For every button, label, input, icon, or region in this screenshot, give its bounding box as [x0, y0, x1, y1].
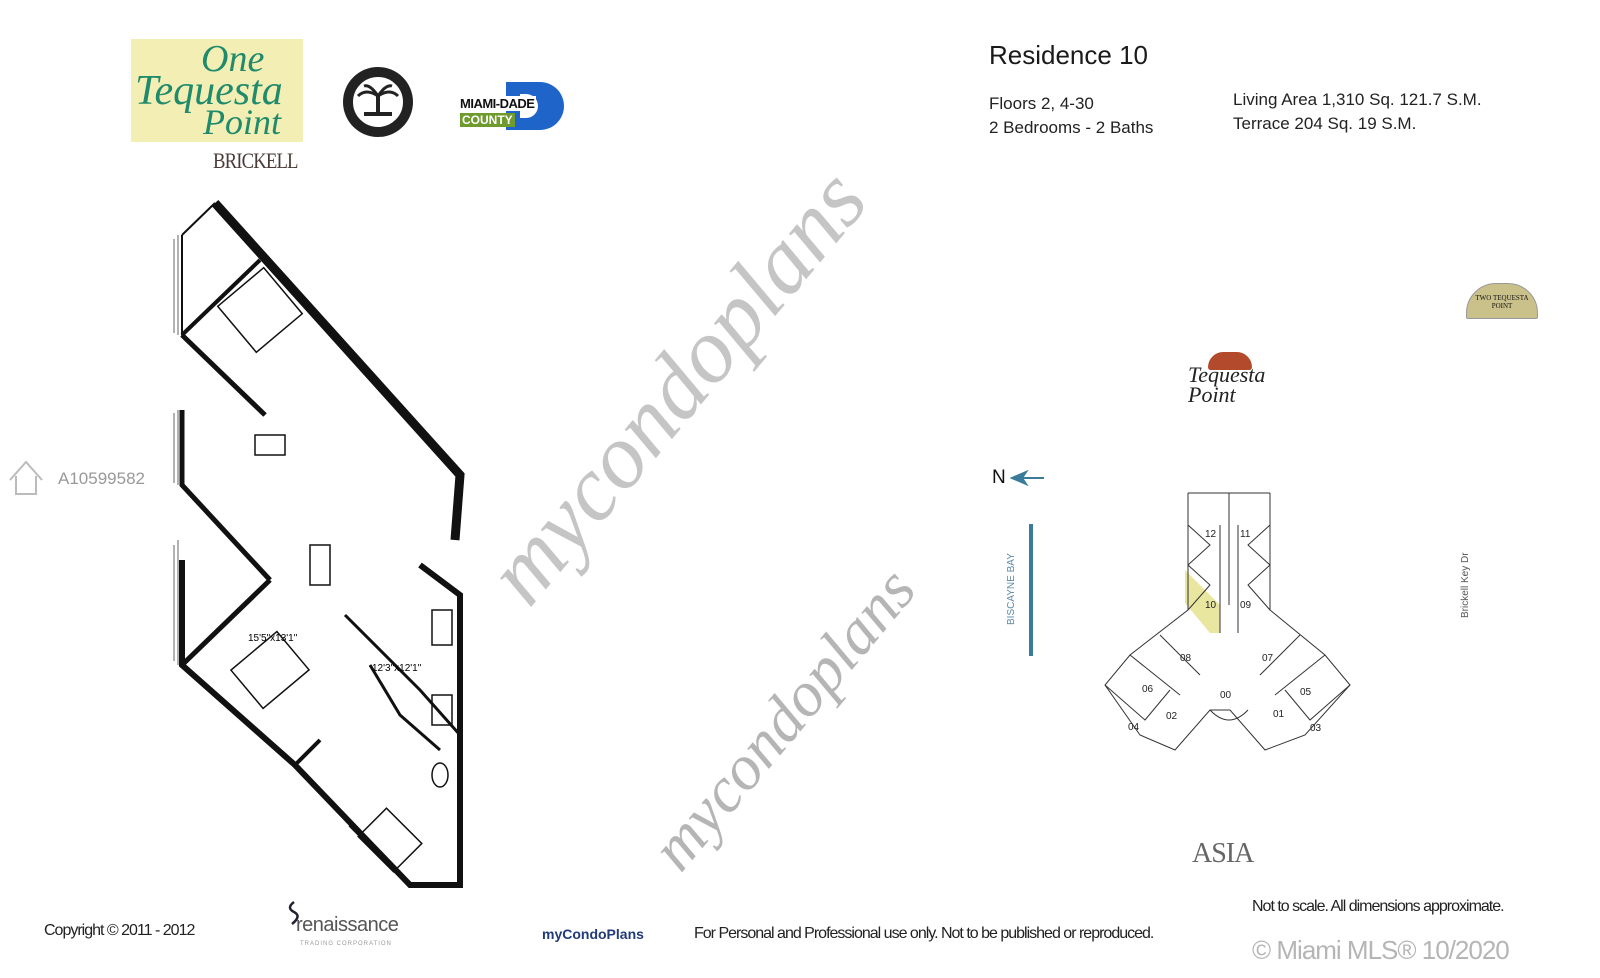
scale-notice: Not to scale. All dimensions approximate… — [1252, 898, 1505, 915]
two-tequesta-point-logo: TWO TEQUESTA POINT — [1466, 283, 1538, 319]
brickell-label: BRICKELL — [213, 148, 298, 173]
watermark-right: mycondoplans — [636, 554, 929, 884]
unit-label: 11 — [1240, 529, 1251, 540]
asia-logo: ASIA — [1192, 838, 1254, 869]
unit-label: 03 — [1310, 723, 1322, 734]
dimension-kitchen: 12'3"x12'1" — [372, 663, 422, 674]
logo-text: Tequesta — [135, 68, 283, 114]
logo-text: COUNTY — [460, 113, 515, 127]
terrace-area: Terrace 204 Sq. 19 S.M. — [1233, 114, 1417, 133]
unit-label: 05 — [1300, 687, 1312, 698]
mycondoplans-logo: myCondoPlans — [542, 926, 644, 942]
miami-dade-county-logo: MIAMI-DADE COUNTY — [458, 82, 566, 130]
listing-id: A10599582 — [58, 469, 145, 488]
mls-watermark: © Miami MLS® 10/2020 — [1252, 935, 1510, 965]
area-summary: Living Area 1,310 Sq. 121.7 S.M. Terrace… — [1233, 88, 1482, 136]
logo-text: MIAMI-DADE — [458, 96, 537, 111]
one-tequesta-point-logo: One Tequesta Point — [131, 38, 303, 142]
unit-label: 06 — [1142, 684, 1154, 695]
unit-label: 07 — [1262, 653, 1274, 664]
watermark-left: mycondoplans — [466, 149, 886, 623]
unit-label: 12 — [1205, 529, 1217, 540]
north-arrow-icon — [1010, 470, 1044, 486]
copyright: Copyright © 2011 - 2012 — [44, 922, 195, 939]
floors: Floors 2, 4-30 — [989, 94, 1094, 113]
tequesta-sun-icon — [1208, 352, 1252, 370]
biscayne-bay-label: BISCAYNE BAY — [1006, 553, 1017, 625]
street-label: Brickell Key Dr — [1460, 552, 1471, 618]
unit-label: 02 — [1166, 711, 1178, 722]
unit-summary: Floors 2, 4-30 2 Bedrooms - 2 Baths — [989, 92, 1153, 140]
living-area: Living Area 1,310 Sq. 121.7 S.M. — [1233, 90, 1482, 109]
unit-label: 04 — [1128, 722, 1140, 733]
logo-text: One — [201, 38, 265, 80]
bay-line — [1029, 524, 1033, 656]
renaissance-sub: TRADING CORPORATION — [300, 941, 392, 947]
usage-notice: For Personal and Professional use only. … — [694, 925, 1154, 942]
dimension-bedroom: 15'5"x13'1" — [248, 633, 298, 644]
unit-floor-plan: 15'5"x13'1" 12'3"x12'1" — [173, 199, 465, 888]
mls-house-icon — [9, 460, 43, 495]
city-of-miami-seal — [343, 67, 413, 137]
logo-text: Point — [203, 102, 281, 142]
unit-label: 09 — [1240, 600, 1252, 611]
bed-bath: 2 Bedrooms - 2 Baths — [989, 118, 1154, 137]
building-site-plan: 12 11 10 09 08 07 06 05 00 02 01 04 03 — [1104, 492, 1351, 751]
unit-label: 01 — [1273, 709, 1285, 720]
renaissance-logo-icon — [288, 901, 299, 925]
unit-label: 08 — [1180, 653, 1192, 664]
unit-label: 10 — [1205, 600, 1217, 611]
unit-label: 00 — [1220, 690, 1232, 701]
renaissance-logo: renaissance — [296, 914, 399, 936]
tequesta-point-small-logo: Tequesta Point — [1188, 362, 1266, 407]
residence-title: Residence 10 — [989, 40, 1148, 70]
north-label: N — [992, 467, 1006, 488]
